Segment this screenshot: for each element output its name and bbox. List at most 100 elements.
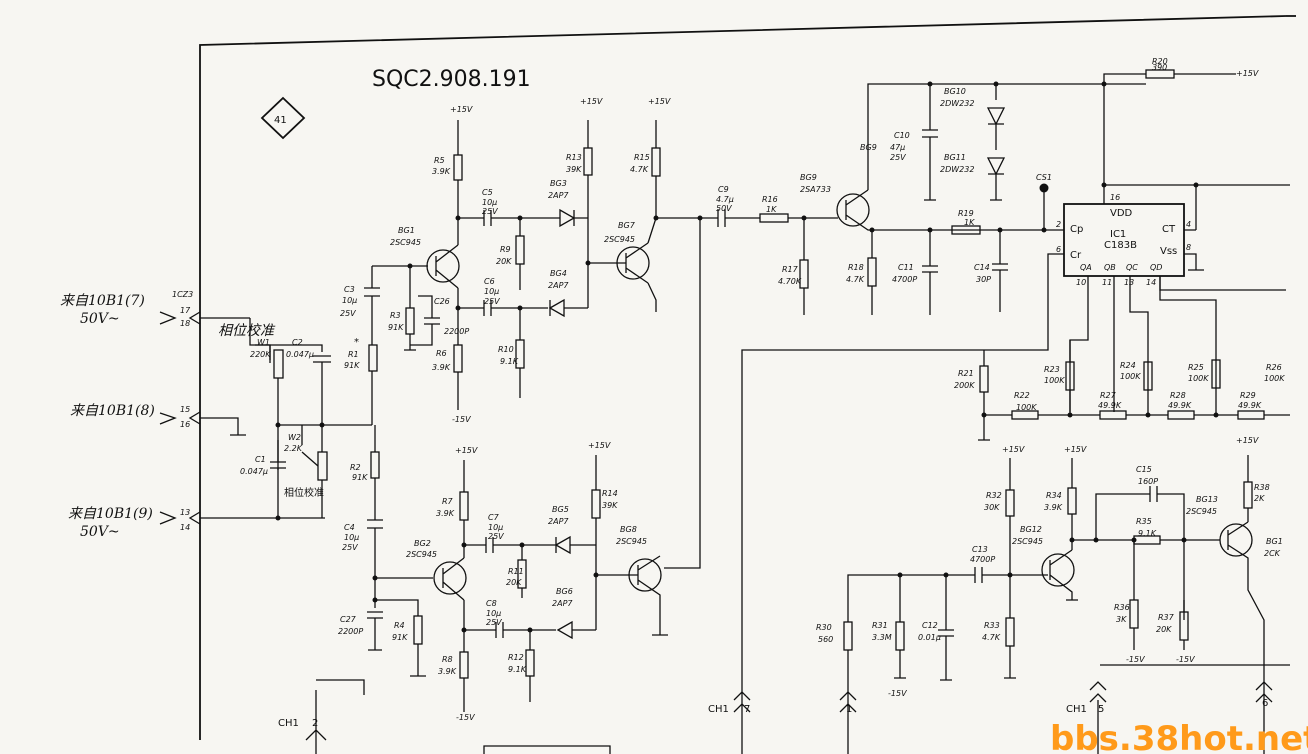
label-r7: R7	[442, 497, 454, 506]
value-c14: 30P	[976, 275, 991, 284]
label-r8: R8	[442, 655, 453, 664]
pin-label: 15	[180, 405, 190, 414]
value-r28: 49.9K	[1168, 401, 1192, 410]
ic-pin-6: 6	[1056, 245, 1061, 254]
label-r26: R26	[1266, 363, 1282, 372]
label-bg11: BG11	[944, 153, 966, 162]
label-r28: R28	[1170, 391, 1186, 400]
value-bg11: 2DW232	[940, 165, 974, 174]
label-r15: R15	[634, 153, 650, 162]
value-r15: 4.7K	[630, 165, 649, 174]
label-c13: C13	[972, 545, 988, 554]
label-r31: R31	[872, 621, 888, 630]
channel-connectors: CH1 2 CH1 7 1 CH1 5 6	[278, 679, 1273, 754]
value-c9: 4.7μ	[716, 195, 734, 204]
label-bg3: BG3	[550, 179, 567, 188]
stage-bg2: R2 91K C4 10μ 25V C27 2200P R4 91K +15V …	[338, 425, 478, 722]
value-bg1-out: 2CK	[1264, 549, 1281, 558]
volt-c9: 50V	[716, 204, 732, 213]
value-r11: 20K	[506, 578, 522, 587]
value-r18: 4.7K	[846, 275, 865, 284]
ic-pin-qa: QA	[1080, 263, 1092, 272]
stage-bg1: +15V -15V R5 3.9K BG1 2SC945 C3 10μ 25V …	[340, 105, 473, 425]
value-r22: 100K	[1016, 403, 1037, 412]
value-bg9: 2SA733	[800, 185, 831, 194]
label-r2: R2	[350, 463, 361, 472]
label-c12: C12	[922, 621, 938, 630]
ic-pin-4: 4	[1186, 220, 1191, 229]
volt-c3: 25V	[340, 309, 356, 318]
label-c14: C14	[974, 263, 990, 272]
value-c3: 10μ	[342, 296, 357, 305]
label-bg13: BG13	[1196, 495, 1218, 504]
watermark: bbs.38hot.net	[1050, 719, 1308, 754]
value-r33: 4.7K	[982, 633, 1001, 642]
label-r35: R35	[1136, 517, 1152, 526]
label-r24: R24	[1120, 361, 1136, 370]
value-r6: 3.9K	[432, 363, 451, 372]
value-c27: 2200P	[338, 627, 363, 636]
label-c8: C8	[486, 599, 497, 608]
label-r9: R9	[500, 245, 511, 254]
input-label-9: 来自10B1(9)	[68, 506, 153, 522]
value-r16: 1K	[766, 205, 777, 214]
label-c7: C7	[488, 513, 500, 522]
label-r29: R29	[1240, 391, 1256, 400]
phase-network: W1 220K C2 0.047μ W2 2.2K C1 0.047μ	[240, 318, 372, 521]
value-bg12: 2SC945	[1012, 537, 1043, 546]
label-r6: R6	[436, 349, 447, 358]
label-r38: R38	[1254, 483, 1270, 492]
ic-pin-vdd: VDD	[1110, 208, 1133, 219]
value-r4: 91K	[392, 633, 408, 642]
label-c4: C4	[344, 523, 355, 532]
ic-pin-cr: Cr	[1070, 250, 1082, 261]
value-c6: 10μ	[484, 287, 499, 296]
label-c2: C2	[292, 338, 303, 347]
label-r16: R16	[762, 195, 778, 204]
supply-label: -15V	[888, 689, 907, 698]
label-w1: W1	[257, 338, 270, 347]
label-bg10: BG10	[944, 87, 966, 96]
value-bg1: 2SC945	[390, 238, 421, 247]
trigger-stage: CS1 BG9 BG9 2SA733 C9 4.7μ 50V R16 1K R1…	[700, 57, 1290, 720]
label-r25: R25	[1188, 363, 1204, 372]
value-bg13: 2SC945	[1186, 507, 1217, 516]
label-r13: R13	[566, 153, 582, 162]
channel-number: 6	[1262, 698, 1268, 709]
ic-pin-10: 10	[1076, 278, 1086, 287]
channel-label: CH1	[708, 704, 729, 715]
volt-c8: 25V	[486, 618, 502, 627]
label-bg9: BG9	[860, 143, 877, 152]
volt-c6: 25V	[484, 297, 500, 306]
label-r12: R12	[508, 653, 524, 662]
label-c6: C6	[484, 277, 495, 286]
value-bg4: 2AP7	[548, 281, 569, 290]
sheet-border	[199, 15, 1296, 740]
label-bg1-out: BG1	[1266, 537, 1283, 546]
label-r4: R4	[394, 621, 405, 630]
label-bg1: BG1	[398, 226, 415, 235]
channel-label: CH1	[278, 718, 299, 729]
ic-pin-vss: Vss	[1160, 246, 1177, 257]
value-c11: 4700P	[892, 275, 917, 284]
value-c12: 0.01μ	[918, 633, 941, 642]
channel-number: 2	[312, 718, 318, 729]
connector-label: 1CZ3	[172, 290, 193, 299]
label-c10: C10	[894, 131, 910, 140]
supply-label: +15V	[580, 97, 603, 106]
volt-c10: 25V	[890, 153, 906, 162]
label-c11: C11	[898, 263, 914, 272]
star-mark: *	[354, 337, 359, 348]
value-c8: 10μ	[486, 609, 501, 618]
supply-label: +15V	[1236, 69, 1259, 78]
volt-c5: 25V	[482, 207, 498, 216]
value-r37: 20K	[1156, 625, 1172, 634]
value-r26: 100K	[1264, 374, 1285, 383]
phase-cal-label-2: 相位校准	[284, 486, 324, 499]
ic-pin-13: 13	[1124, 278, 1134, 287]
label-r36: R36	[1114, 603, 1130, 612]
value-r20: 390	[1152, 63, 1167, 72]
value-bg7: 2SC945	[604, 235, 635, 244]
label-bg5: BG5	[552, 505, 569, 514]
